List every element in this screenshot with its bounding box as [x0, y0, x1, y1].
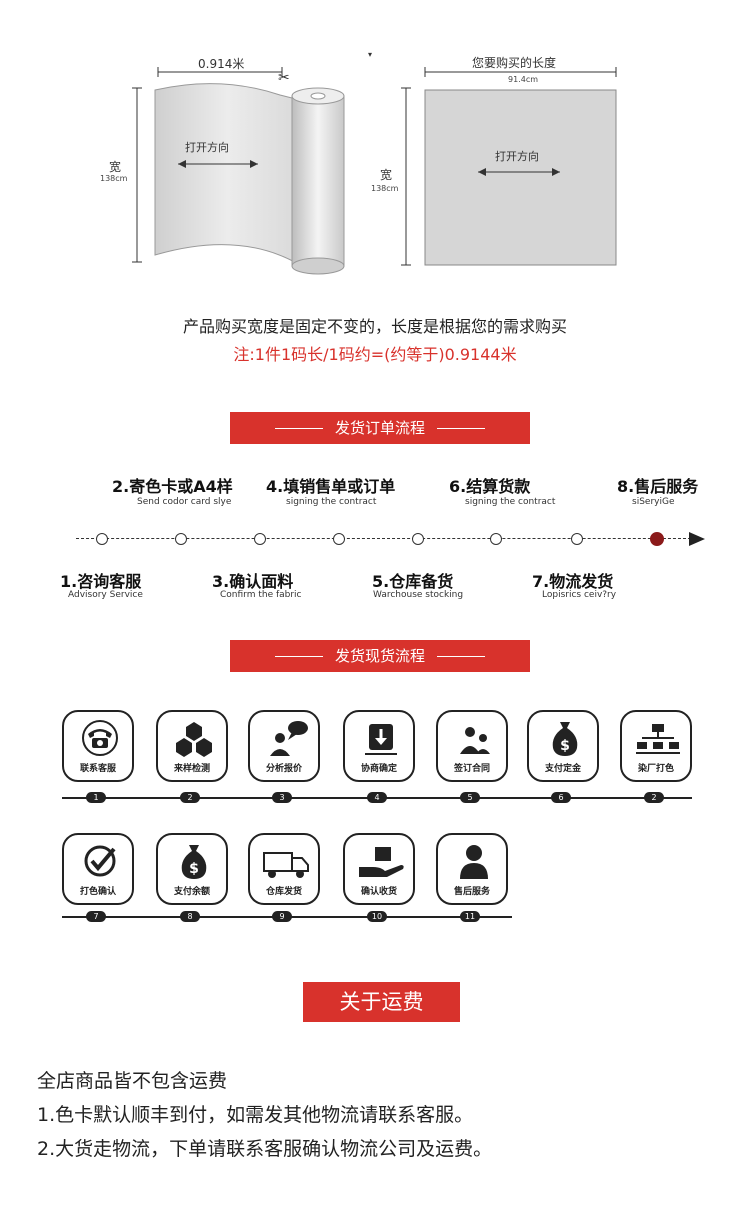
process-card-deposit: $ 支付定金	[527, 710, 599, 782]
height-value-right: 138cm	[371, 184, 399, 193]
process-card-negotiate: 协商确定	[343, 710, 415, 782]
step-sub: siSeryiGe	[632, 497, 675, 507]
process-label: 联系客服	[79, 764, 116, 774]
step-title: 2.寄色卡或A4样	[112, 477, 233, 496]
process-card-contract: 签订合同	[436, 710, 508, 782]
process-label: 支付余额	[173, 887, 210, 897]
step-badge: 9	[272, 911, 292, 922]
shipping-title: 关于运费	[303, 982, 460, 1022]
step-title: 6.结算货款	[449, 477, 531, 496]
svg-text:▾: ▾	[368, 50, 372, 59]
section-banner-stock: 发货现货流程	[230, 640, 530, 672]
process-label: 打色确认	[79, 887, 116, 897]
person-icon	[460, 845, 488, 879]
step-badge: 10	[367, 911, 387, 922]
people-icon	[460, 727, 490, 754]
process-label: 分析报价	[265, 764, 302, 774]
step-title: 1.咨询客服	[60, 572, 142, 591]
svg-text:✂: ✂	[278, 70, 290, 86]
process-label: 售后服务	[453, 887, 490, 897]
step-badge: 2	[644, 792, 664, 803]
height-value: 138cm	[100, 174, 128, 183]
step-badge: 4	[367, 792, 387, 803]
step-sub: Advisory Service	[68, 590, 143, 600]
step-title: 3.确认面料	[212, 572, 294, 591]
chat-person-icon	[270, 721, 308, 756]
process-card-quote: 分析报价	[248, 710, 320, 782]
step-badge: 3	[272, 792, 292, 803]
direction-label-left: 打开方向	[185, 141, 229, 154]
process-card-receive: 确认收货	[343, 833, 415, 905]
section-banner-order: 发货订单流程	[230, 412, 530, 444]
timeline-node	[412, 533, 424, 545]
process-card-sample: 来样检测	[156, 710, 228, 782]
step-sub: Confirm the fabric	[220, 590, 302, 600]
process-card-balance: $ 支付余额	[156, 833, 228, 905]
process-label: 协商确定	[360, 764, 397, 774]
timeline-axis	[76, 538, 691, 539]
truck-icon	[263, 852, 309, 878]
shipping-note: 全店商品皆不包含运费	[37, 1070, 228, 1092]
desc-line1: 产品购买宽度是固定不变的，长度是根据您的需求购买	[182, 317, 567, 336]
timeline-node	[175, 533, 187, 545]
check-icon	[84, 845, 116, 877]
download-box-icon	[365, 724, 397, 755]
height-label: 宽	[109, 160, 122, 174]
step-badge: 1	[86, 792, 106, 803]
process-label: 仓库发货	[265, 887, 302, 897]
timeline-node	[333, 533, 345, 545]
timeline-node	[254, 533, 266, 545]
width-sub-right: 91.4cm	[508, 75, 539, 84]
timeline-node	[571, 533, 583, 545]
section-title: 发货订单流程	[334, 419, 425, 437]
hand-box-icon	[359, 847, 404, 877]
timeline-node	[490, 533, 502, 545]
hexagon-icon	[176, 722, 212, 757]
shipping-note: 1.色卡默认顺丰到付，如需发其他物流请联系客服。	[37, 1104, 474, 1126]
svg-text:$: $	[560, 738, 570, 754]
step-badge: 7	[86, 911, 106, 922]
fabric-diagram: ✂ ▾	[132, 50, 617, 275]
direction-label-right: 打开方向	[495, 150, 539, 163]
step-title: 5.仓库备货	[372, 572, 454, 591]
step-sub: signing the contract	[286, 497, 377, 507]
process-card-dye: 染厂打色	[620, 710, 692, 782]
height-label-right: 宽	[380, 168, 393, 182]
step-sub: signing the contract	[465, 497, 556, 507]
section-title: 发货现货流程	[334, 647, 425, 665]
step-title: 4.填销售单或订单	[266, 477, 396, 496]
step-sub: Warchouse stocking	[373, 590, 464, 600]
process-card-contact: 联系客服	[62, 710, 134, 782]
step-title: 8.售后服务	[617, 477, 699, 496]
step-sub: Lopisrics ceiv?ry	[542, 590, 617, 600]
process-card-color-confirm: 打色确认	[62, 833, 134, 905]
width-label-right: 您要购买的长度	[472, 56, 557, 70]
process-label: 支付定金	[544, 764, 581, 774]
step-badge: 8	[180, 911, 200, 922]
width-label: 0.914米	[198, 57, 245, 71]
process-label: 确认收货	[360, 887, 397, 897]
money-bag-icon: $	[181, 845, 207, 879]
process-card-aftersales: 售后服务	[436, 833, 508, 905]
timeline-node-active	[650, 532, 664, 546]
timeline-node	[96, 533, 108, 545]
phone-icon	[82, 720, 118, 756]
process-card-ship: 仓库发货	[248, 833, 320, 905]
step-sub: Send codor card slye	[137, 497, 232, 507]
step-badge: 11	[460, 911, 480, 922]
desc-line2: 注:1件1码长/1码约=(约等于)0.9144米	[233, 345, 517, 364]
step-title: 7.物流发货	[532, 572, 614, 591]
org-chart-icon	[636, 724, 680, 754]
step-badge: 2	[180, 792, 200, 803]
shipping-note: 2.大货走物流，下单请联系客服确认物流公司及运费。	[37, 1138, 493, 1160]
step-badge: 5	[460, 792, 480, 803]
process-label: 染厂打色	[637, 764, 674, 774]
timeline-arrow-icon	[689, 532, 705, 546]
step-badge: 6	[551, 792, 571, 803]
svg-text:$: $	[189, 861, 199, 877]
money-bag-icon: $	[552, 722, 578, 756]
process-label: 来样检测	[173, 764, 210, 774]
process-label: 签订合同	[453, 764, 490, 774]
